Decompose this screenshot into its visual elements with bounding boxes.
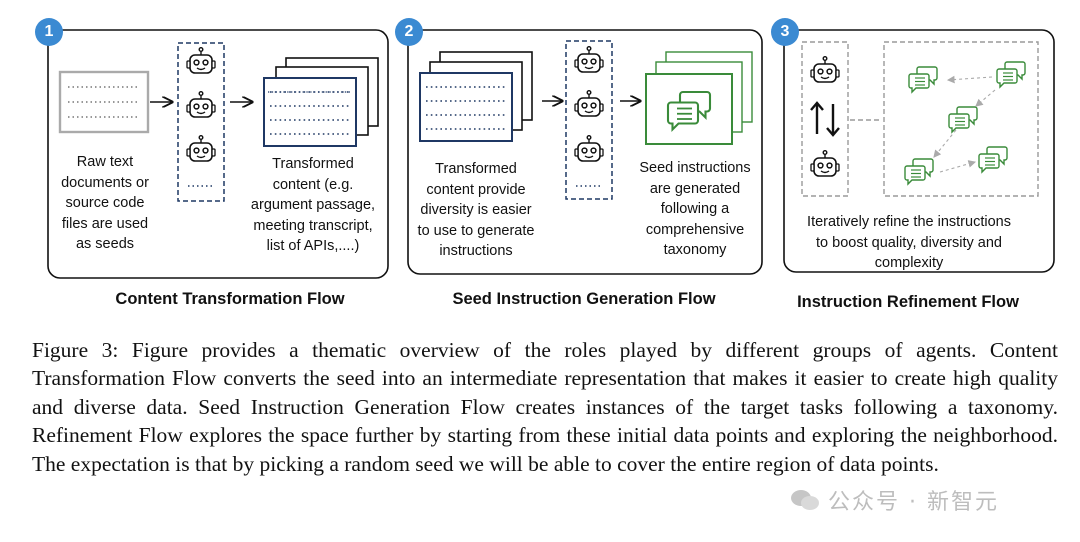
transformed-content-diversity-description: Transformed content provide diversity is… [417, 161, 535, 259]
chat-bubble-icon [948, 106, 978, 133]
seed-description: Raw text documents or source code files … [61, 154, 149, 252]
cycle-arrows-icon [810, 101, 840, 137]
transformed-content-description: Transformed content (e.g. argument passa… [250, 156, 376, 254]
wechat-icon [791, 490, 819, 510]
instruction-space-box [883, 41, 1039, 197]
watermark-text: 公众号 · 新智元 [828, 490, 999, 515]
step-number-badge: 3 [771, 18, 799, 46]
robot-icon [186, 46, 216, 74]
chat-stack-icon [645, 51, 753, 145]
robot-icon [574, 89, 604, 117]
robot-icon [810, 149, 840, 177]
panel-seed-instruction [407, 29, 763, 275]
chat-bubble-icon [978, 146, 1008, 173]
refiner-agents-box [801, 41, 849, 197]
panel-content-transformation [47, 29, 389, 279]
document-stack-icon [419, 51, 533, 142]
flow-title-instruction-refinement: Instruction Refinement Flow [797, 293, 1019, 311]
diagram [47, 29, 1055, 279]
step-number-badge: 2 [395, 18, 423, 46]
panel-2-frame [407, 29, 763, 275]
agent-group-2 [565, 40, 613, 200]
chat-bubble-icon [904, 158, 934, 185]
chat-bubble-icon [996, 61, 1026, 88]
seed-instructions-description: Seed instructions are generated followin… [639, 160, 751, 258]
flow-title-content-transformation: Content Transformation Flow [115, 290, 345, 308]
watermark: 公众号 · 新智元 [790, 480, 1050, 520]
robot-icon [574, 134, 604, 162]
panel-1-frame [47, 29, 389, 279]
robot-icon [810, 55, 840, 83]
flow-title-seed-instruction: Seed Instruction Generation Flow [452, 290, 716, 308]
robot-icon [186, 134, 216, 162]
agent-group-1 [177, 42, 225, 202]
panel-3-frame [783, 29, 1055, 273]
panel-instruction-refinement [783, 29, 1055, 273]
document-icon [58, 70, 150, 134]
figure-caption: Figure 3: Figure provides a thematic ove… [32, 338, 1058, 476]
robot-icon [574, 45, 604, 73]
step-number-badge: 1 [35, 18, 63, 46]
robot-icon [186, 90, 216, 118]
refinement-description: Iteratively refine the instructions to b… [807, 214, 1011, 271]
document-stack-icon [263, 57, 379, 147]
chat-bubble-icon [908, 66, 938, 93]
